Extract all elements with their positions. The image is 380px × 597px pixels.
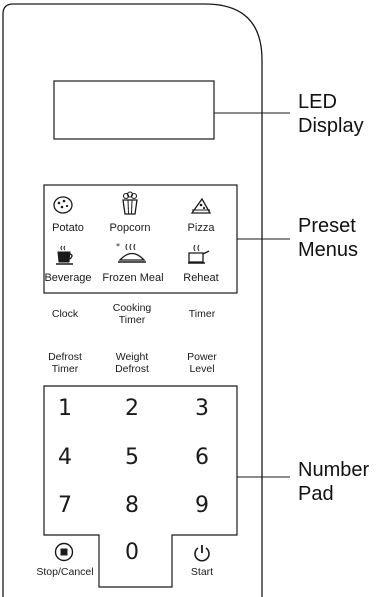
key-1[interactable]: 1 — [58, 396, 72, 421]
preset-popcorn-label[interactable]: Popcorn — [109, 222, 151, 234]
power-level-label-line1: Power — [187, 351, 217, 363]
defrost-timer-label-line1: Defrost — [48, 351, 82, 363]
power-level-label-line2: Level — [189, 363, 215, 375]
power-icon[interactable] — [192, 543, 212, 563]
cooking-timer-label-line1: Cooking — [112, 302, 152, 314]
preset-potato-label[interactable]: Potato — [52, 222, 84, 234]
clock-button[interactable]: Clock — [40, 308, 90, 320]
preset-label-line1: Preset — [298, 215, 356, 237]
key-0[interactable]: 0 — [125, 540, 139, 565]
beverage-icon[interactable] — [54, 244, 76, 266]
clock-label: Clock — [51, 308, 79, 320]
key-6[interactable]: 6 — [195, 445, 209, 470]
preset-frozen-meal-label[interactable]: Frozen Meal — [102, 272, 164, 284]
cooking-timer-label-line2: Timer — [118, 314, 146, 326]
power-level-button[interactable]: Power Level — [177, 351, 227, 375]
led-display-label: LED Display — [298, 90, 364, 138]
number-pad-label: Number Pad — [298, 458, 369, 506]
weight-defrost-button[interactable]: Weight Defrost — [102, 351, 162, 375]
svg-text:*: * — [116, 242, 120, 251]
number-pad-outline — [43, 385, 238, 588]
weight-defrost-label-line2: Defrost — [115, 363, 149, 375]
preset-menus-label: Preset Menus — [298, 214, 358, 262]
key-3[interactable]: 3 — [195, 396, 209, 421]
pizza-icon[interactable] — [189, 196, 213, 216]
defrost-timer-label-line2: Timer — [51, 363, 79, 375]
led-display — [53, 80, 215, 140]
preset-reheat-label[interactable]: Reheat — [183, 272, 219, 284]
numpad-label-line2: Pad — [298, 483, 334, 505]
led-label-line1: LED — [298, 91, 337, 113]
key-9[interactable]: 9 — [195, 493, 209, 518]
key-5[interactable]: 5 — [125, 445, 139, 470]
weight-defrost-label-line1: Weight — [115, 351, 149, 363]
timer-label: Timer — [188, 308, 216, 320]
preset-beverage-label[interactable]: Beverage — [44, 272, 92, 284]
preset-pizza-label[interactable]: Pizza — [187, 222, 215, 234]
preset-label-line2: Menus — [298, 239, 359, 261]
timer-button[interactable]: Timer — [177, 308, 227, 320]
led-label-line2: Display — [298, 115, 364, 137]
stop-cancel-label[interactable]: Stop/Cancel — [36, 566, 94, 578]
key-2[interactable]: 2 — [125, 396, 139, 421]
key-4[interactable]: 4 — [58, 445, 72, 470]
key-7[interactable]: 7 — [58, 493, 72, 518]
reheat-icon[interactable] — [186, 243, 212, 266]
potato-icon[interactable] — [52, 194, 74, 216]
cooking-timer-button[interactable]: Cooking Timer — [102, 302, 162, 326]
stop-icon[interactable] — [54, 542, 74, 562]
numpad-label-line1: Number — [298, 459, 370, 481]
frozen-meal-icon[interactable]: * — [115, 241, 149, 266]
start-label[interactable]: Start — [190, 566, 214, 578]
popcorn-icon[interactable] — [119, 191, 141, 216]
key-8[interactable]: 8 — [125, 493, 139, 518]
defrost-timer-button[interactable]: Defrost Timer — [38, 351, 92, 375]
